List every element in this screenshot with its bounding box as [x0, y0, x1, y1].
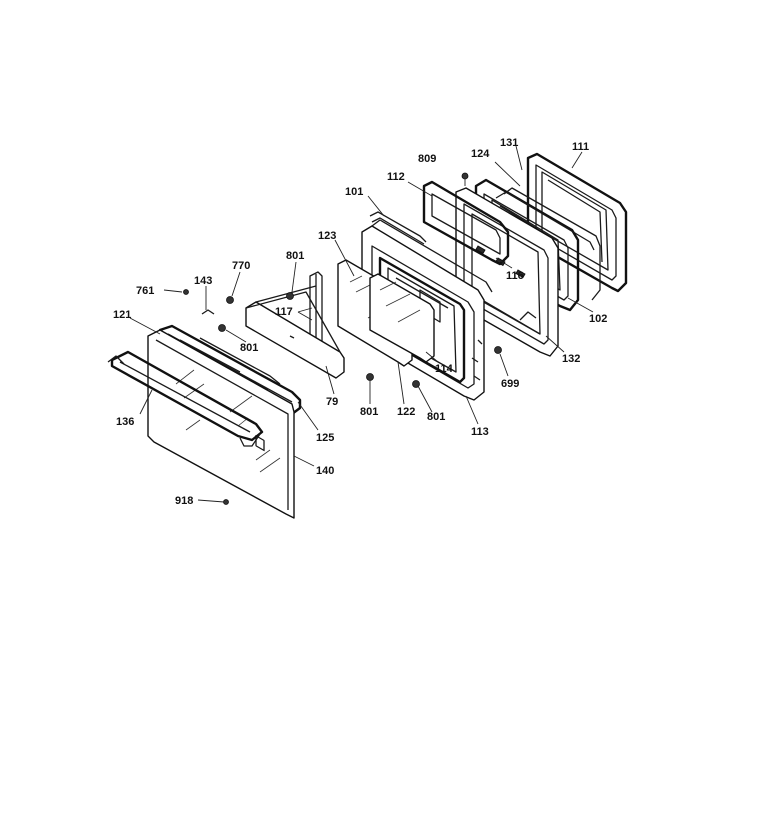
leader-lines — [129, 145, 594, 503]
screw-770 — [226, 296, 234, 304]
callout-143: 143 — [194, 275, 212, 287]
callout-770: 770 — [232, 260, 250, 272]
callout-801-left: 801 — [240, 342, 258, 354]
callout-801-top: 801 — [286, 250, 304, 262]
callout-116: 116 — [506, 270, 524, 282]
screw-918 — [223, 499, 229, 505]
callout-131: 131 — [500, 137, 518, 149]
callout-123: 123 — [318, 230, 336, 242]
callout-918: 918 — [175, 495, 193, 507]
screw-801a — [286, 292, 294, 300]
callout-113: 113 — [471, 426, 489, 438]
callout-140: 140 — [316, 465, 334, 477]
callout-112: 112 — [387, 171, 405, 183]
callout-761: 761 — [136, 285, 154, 297]
callout-809: 809 — [418, 153, 436, 165]
part-112-gasket-frame — [422, 180, 510, 266]
callout-79: 79 — [326, 396, 338, 408]
callout-101: 101 — [345, 186, 363, 198]
callout-122: 122 — [397, 406, 415, 418]
screw-699 — [494, 346, 502, 354]
screw-761 — [183, 289, 189, 295]
callout-111: 111 — [572, 141, 589, 153]
hardware-screws — [183, 172, 502, 505]
part-136-door-handle — [107, 350, 264, 447]
part-79-insulation-panel — [245, 285, 345, 379]
screw-801b — [218, 324, 226, 332]
callout-102: 102 — [589, 313, 607, 325]
callout-699: 699 — [501, 378, 519, 390]
part-101-frame-strip — [369, 211, 427, 245]
part-140-outer-door-glass — [147, 329, 295, 519]
callout-124: 124 — [471, 148, 490, 160]
callout-labels: 809 124 131 111 112 101 123 801 770 761 … — [113, 137, 607, 507]
callout-117: 117 — [275, 306, 293, 318]
screw-801d — [412, 380, 420, 388]
callout-801-bottom-left: 801 — [360, 406, 378, 418]
callout-132: 132 — [562, 353, 580, 365]
callout-801-bottom-right: 801 — [427, 411, 445, 423]
callout-125: 125 — [316, 432, 334, 444]
screw-809 — [461, 172, 469, 180]
callout-114: 114 — [435, 363, 454, 375]
callout-121: 121 — [113, 309, 131, 321]
callout-136: 136 — [116, 416, 134, 428]
part-114-glass-panel — [369, 273, 435, 363]
screw-801c — [366, 373, 374, 381]
